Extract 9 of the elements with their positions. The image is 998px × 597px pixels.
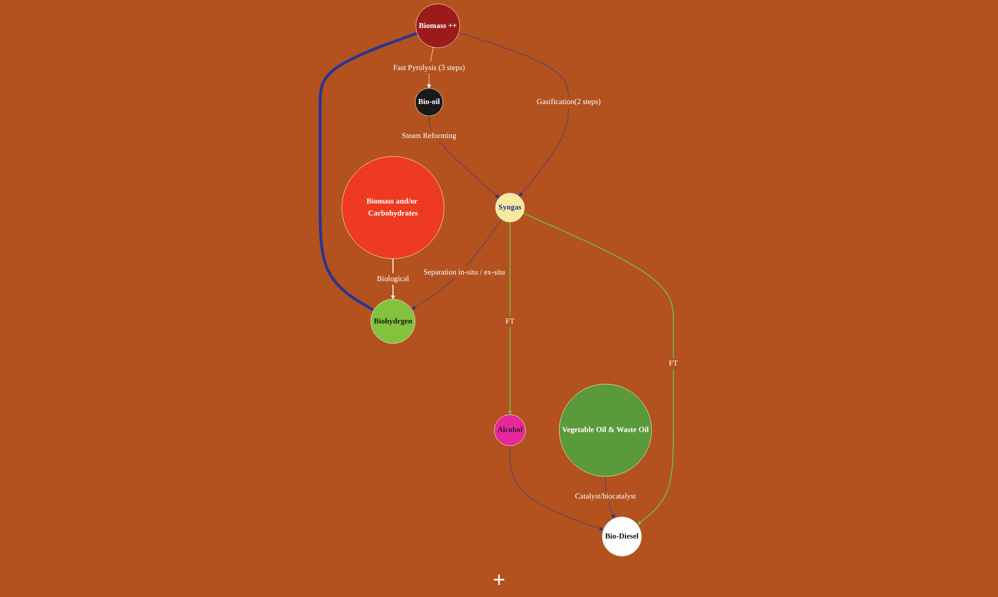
plus-sign: +: [492, 567, 506, 592]
arrow: [510, 445, 604, 531]
arrow: [318, 32, 418, 310]
arrow: [604, 476, 615, 519]
arrow: [412, 218, 502, 310]
arrow: [522, 212, 674, 525]
arrow: [508, 222, 512, 415]
arrow: [428, 115, 500, 198]
arrow: [458, 32, 570, 197]
